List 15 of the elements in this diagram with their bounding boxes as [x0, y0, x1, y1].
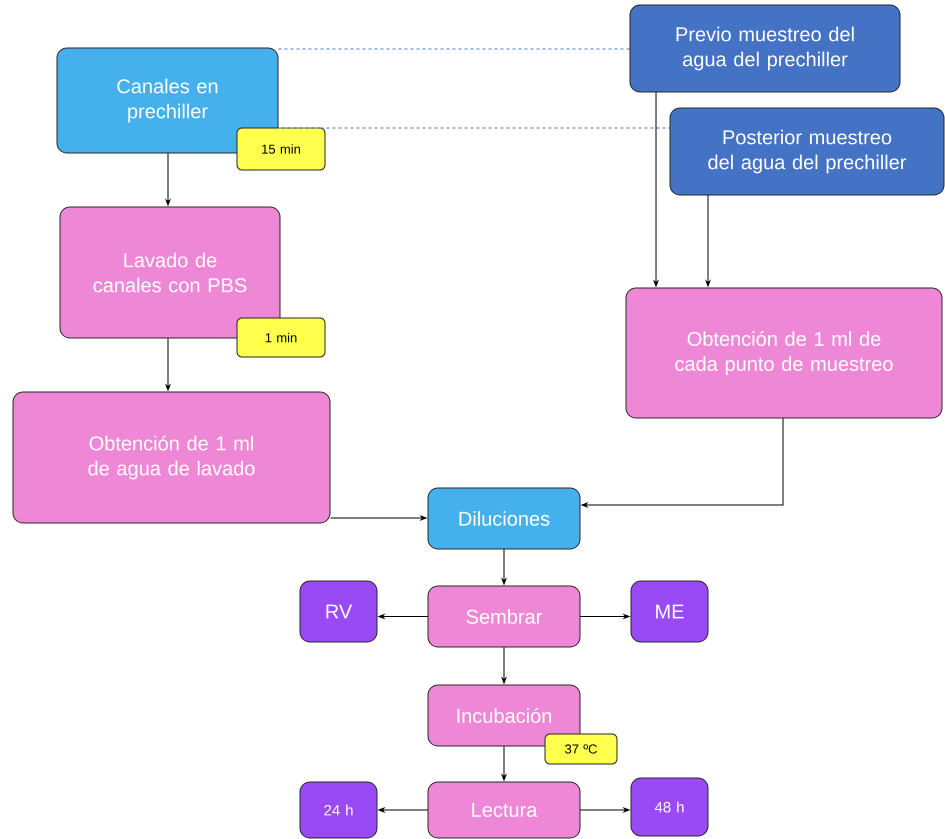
- sampling-box: Posterior muestreo del agua del prechiller: [670, 108, 944, 196]
- process-box: Diluciones: [428, 488, 580, 550]
- process-box: Obtención de 1 ml de agua de lavado: [12, 392, 330, 524]
- dashed-line: [278, 48, 630, 50]
- duration-tag: 15 min: [236, 128, 326, 170]
- medium-box: ME: [630, 580, 708, 642]
- time-box: 24 h: [300, 782, 378, 838]
- process-box: Sembrar: [428, 586, 580, 648]
- medium-box: RV: [300, 580, 378, 642]
- temperature-tag: 37 ºC: [544, 734, 618, 764]
- sampling-box: Previo muestreo del agua del prechiller: [630, 4, 900, 92]
- process-box: Lectura: [428, 782, 580, 838]
- time-box: 48 h: [630, 778, 708, 836]
- duration-tag: 1 min: [236, 318, 326, 358]
- process-box: Obtención de 1 ml de cada punto de muestreo: [626, 288, 942, 418]
